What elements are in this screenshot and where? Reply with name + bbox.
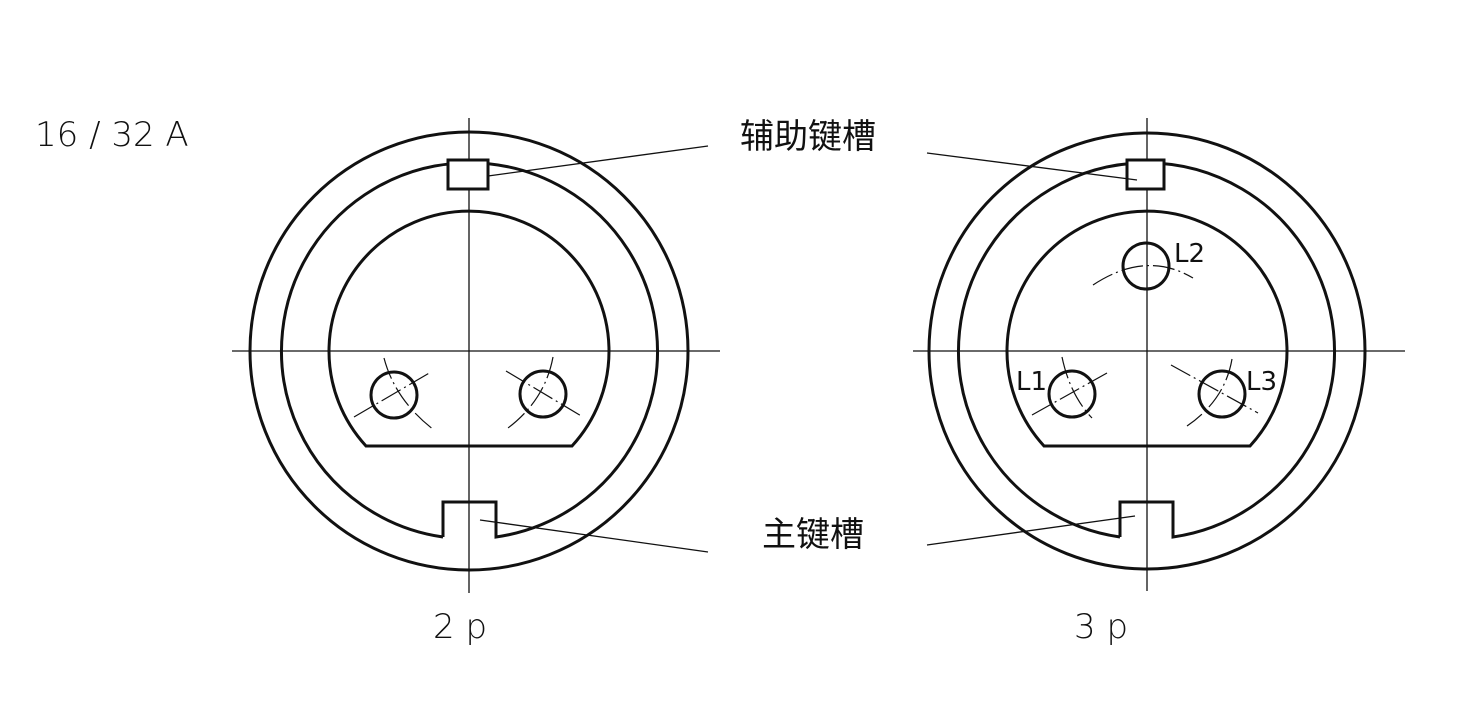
connector-3p: L1 L2 L3 [913,118,1405,591]
pin-construction-line [353,371,432,418]
pin-construction-line [1031,372,1108,416]
auxiliary-keyway-leader [487,145,709,177]
pin-construction-arc [507,356,554,429]
current-rating-label: 16 / 32 A [35,115,189,155]
auxiliary-keyway-leader [926,152,1138,181]
caption-2p: 2 p [433,607,488,647]
contact-face [327,209,611,448]
pin-construction-arc [1186,358,1233,427]
main-keyway-label: 主键槽 [762,515,864,555]
outer-circle [248,130,690,572]
contact-face [1005,209,1289,448]
auxiliary-keyway-label: 辅助键槽 [740,117,876,157]
pin-construction-line [505,370,584,418]
auxiliary-keyway [446,158,490,191]
main-keyway-leader [479,519,709,553]
pin-construction-arc [1061,356,1093,419]
pin-right [518,369,568,419]
pin-l2 [1121,241,1171,291]
pin-construction-arc [1092,264,1194,286]
pin-construction-line [1170,364,1259,414]
main-keyway-leader [926,515,1136,546]
pin-left [369,370,419,420]
caption-3p: 3 p [1074,607,1129,647]
connector-2p [232,118,720,593]
auxiliary-keyway [1125,158,1166,191]
pin-construction-arc [383,357,435,431]
pin-l1 [1047,369,1097,419]
outer-circle [927,131,1367,571]
pin-label-l2: L2 [1174,239,1205,269]
pin-l3 [1197,369,1247,419]
pin-label-l1: L1 [1016,367,1047,397]
pin-label-l3: L3 [1246,367,1277,397]
